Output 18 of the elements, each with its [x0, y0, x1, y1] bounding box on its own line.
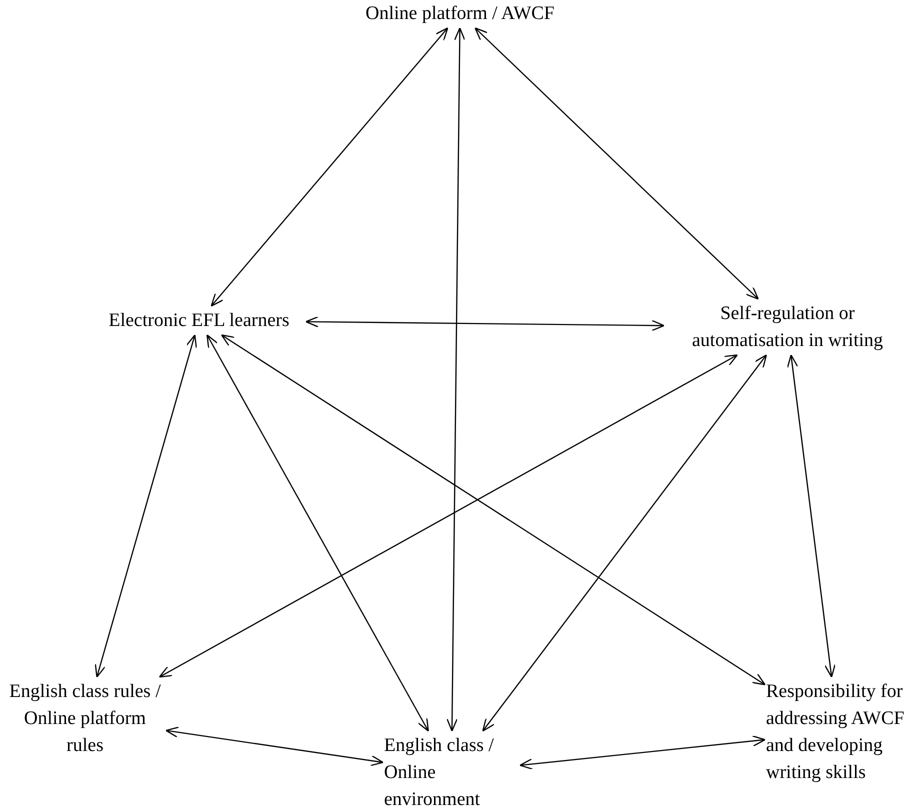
- double-arrow: [519, 735, 766, 770]
- double-arrow: [220, 334, 766, 686]
- double-arrow: [210, 27, 448, 307]
- double-arrow: [206, 334, 429, 732]
- concept-label: Electronic EFL learners: [93, 307, 305, 334]
- concept-label: Responsibility for addressing AWCF and developing writing skills: [766, 678, 911, 786]
- concept-label: Online platform / AWCF: [355, 0, 565, 27]
- double-arrow: [474, 27, 759, 300]
- concept-label: English class rules / Online platform rules: [5, 678, 165, 759]
- double-arrow: [305, 316, 665, 332]
- double-arrow: [446, 27, 466, 732]
- concept-label: Self-regulation or automatisation in writing: [665, 300, 910, 354]
- double-arrow: [94, 334, 197, 678]
- double-arrow: [158, 354, 738, 678]
- concept-label: English class / Online environment: [384, 732, 519, 811]
- double-arrow: [482, 354, 767, 732]
- double-arrow: [165, 726, 384, 766]
- double-arrow: [786, 354, 836, 678]
